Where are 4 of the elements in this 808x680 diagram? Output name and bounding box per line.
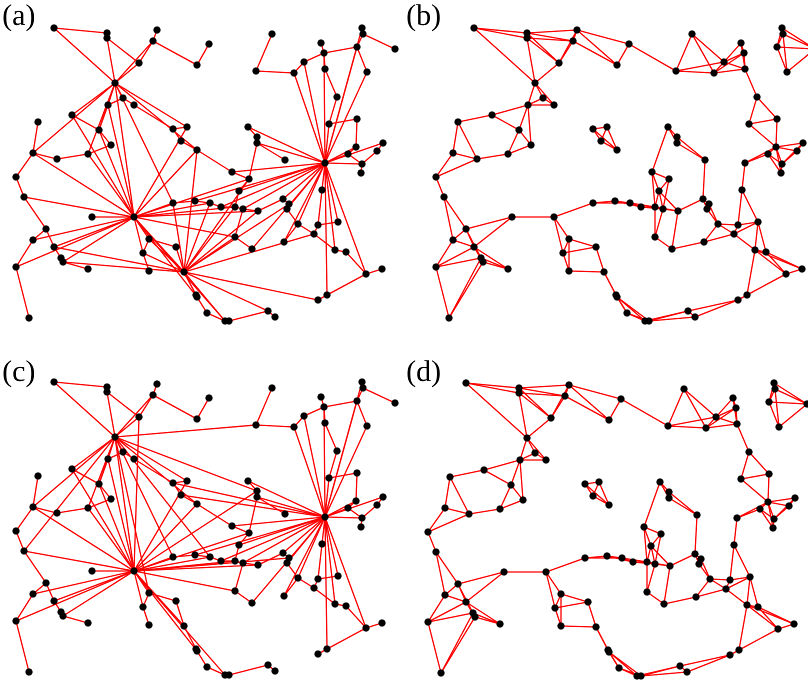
panel-label: (b) [408,4,440,32]
panel-label: (d) [408,360,440,388]
panel-label: (c) [4,360,34,388]
panel-label: (a) [4,4,34,32]
